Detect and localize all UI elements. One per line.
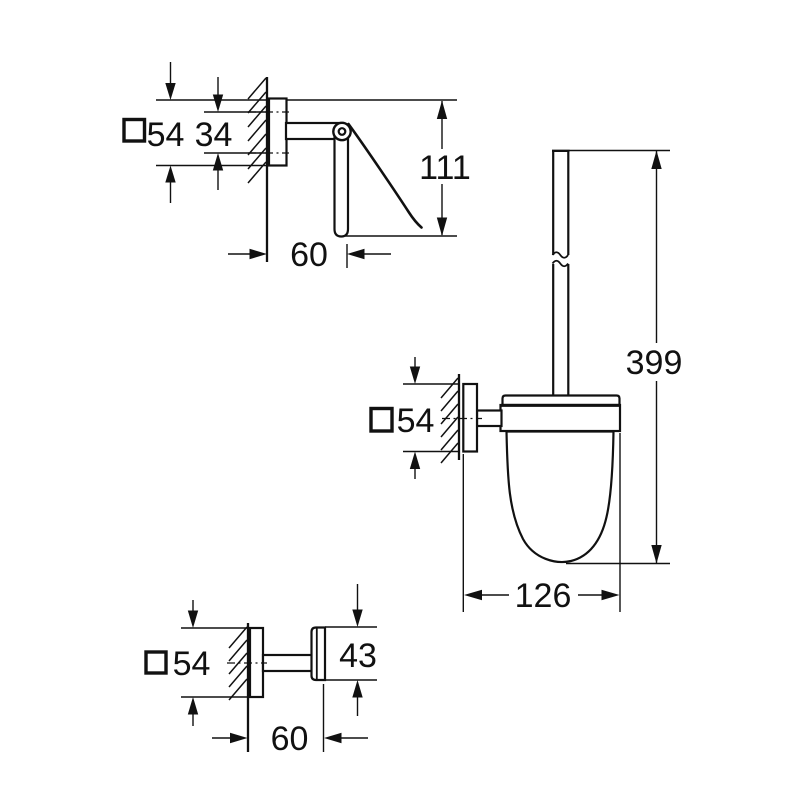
arrow-head-left	[324, 732, 342, 744]
break-symbol	[551, 259, 569, 268]
arrow-head-up	[187, 697, 199, 715]
dim-60	[212, 732, 368, 744]
wall-plate	[462, 382, 479, 453]
hatch-line	[247, 91, 267, 114]
dim-111	[436, 100, 448, 236]
hatch-line	[440, 429, 459, 451]
dim-54-arrows	[165, 62, 176, 203]
wall-hatching	[247, 77, 267, 184]
roll-bar	[333, 131, 350, 238]
cover-flap	[347, 122, 423, 229]
hatch-line	[247, 133, 267, 156]
dim-label-depth: 60	[271, 720, 309, 758]
dim-label-height: 111	[419, 149, 471, 187]
dim-label-plate-size: 54	[173, 645, 211, 683]
dim-54-arrows	[409, 357, 421, 479]
arrow-head-down	[187, 610, 199, 628]
dim-126	[464, 589, 620, 601]
arrow-head-up	[165, 165, 176, 183]
hatch-line	[440, 403, 459, 425]
arrow-head-up	[436, 100, 448, 119]
hatch-line	[440, 416, 459, 438]
hatch-line	[440, 390, 459, 412]
break-symbol	[551, 251, 569, 259]
pivot-center	[337, 127, 347, 136]
arrow-head-down	[409, 366, 421, 384]
hatch-line	[228, 665, 248, 688]
arrow-head-down	[436, 217, 448, 236]
dim-label-height: 399	[626, 344, 683, 382]
arrow-head-down	[352, 609, 363, 627]
brush-rod	[551, 149, 570, 397]
arrow-head-down	[212, 94, 224, 112]
dim-label-depth: 60	[290, 236, 328, 274]
hatch-line	[228, 626, 248, 649]
dim-399	[651, 150, 662, 564]
hatch-line	[247, 105, 267, 128]
arrow-head-right	[230, 732, 248, 744]
hatch-line	[228, 639, 248, 662]
arrow-head-down	[165, 83, 176, 100]
hook-drawing: 54 43 60	[144, 584, 377, 758]
holder-collar	[499, 403, 622, 433]
dim-60	[228, 248, 391, 260]
hatch-line	[440, 377, 459, 399]
wall-plate	[267, 97, 288, 167]
dim-label-plate-size: 54	[397, 402, 435, 440]
wall-hatching	[440, 377, 459, 464]
arrow-head-left	[347, 248, 365, 260]
arrow-head-up	[352, 680, 363, 698]
hatch-line	[440, 442, 459, 464]
dim-label-width: 126	[515, 577, 572, 615]
dim-label-plate-size: 54	[147, 116, 185, 154]
glass-cup	[505, 430, 615, 563]
brush-holder-drawing: 54 399 126	[369, 149, 683, 615]
arrow-head-up	[409, 451, 421, 469]
square-dimension-icon	[144, 650, 168, 675]
hatch-line	[228, 652, 248, 675]
arrow-head-up	[651, 150, 662, 169]
dim-34-arrows	[212, 77, 224, 190]
hook-arm	[261, 653, 315, 673]
arrow-head-left	[464, 589, 482, 601]
dim-54-arrows	[187, 600, 199, 726]
dim-label-knob-height: 43	[339, 637, 377, 675]
hatch-line	[247, 119, 267, 142]
hatch-line	[247, 77, 267, 100]
square-dimension-icon	[369, 406, 394, 433]
dim-43-arrows	[352, 584, 363, 716]
dim-label-mount-spacing: 34	[195, 116, 233, 154]
hook-knob	[310, 626, 327, 682]
arrow-head-right	[249, 248, 267, 260]
arrow-head-down	[651, 545, 662, 564]
square-dimension-icon	[122, 117, 147, 143]
lid-plate	[501, 394, 621, 407]
arrow-head-right	[601, 589, 620, 601]
paper-holder-drawing: 54 34 111 60	[122, 62, 471, 274]
arrow-head-up	[212, 153, 224, 171]
